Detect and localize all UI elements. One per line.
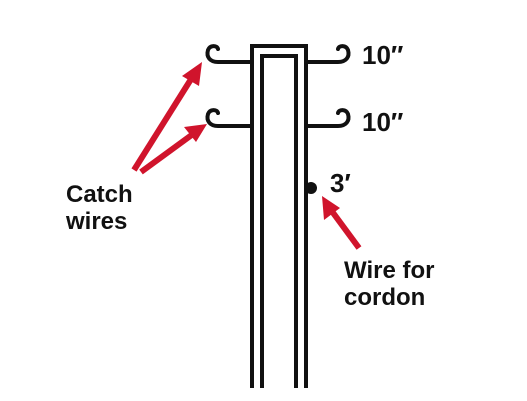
trellis-post xyxy=(250,44,308,388)
cordon-height-label: 3′ xyxy=(330,168,351,198)
cordon-wire-dot xyxy=(305,182,317,194)
catch-wire-arrows xyxy=(131,62,207,175)
middle-spacing-label: 10″ xyxy=(362,107,404,137)
arrowhead-top xyxy=(182,62,202,86)
catch-wires-label-line2: wires xyxy=(66,208,128,235)
cordon-wire-arrow xyxy=(322,196,362,250)
cordon-wire-label-line2: cordon xyxy=(344,284,426,311)
cordon-wire-label-line1: Wire for xyxy=(344,257,435,284)
middle-crossarm xyxy=(205,108,351,128)
top-crossarm xyxy=(205,44,351,64)
top-spacing-label: 10″ xyxy=(362,40,404,70)
catch-wires-label-line1: Catch xyxy=(66,181,133,208)
arrowhead-middle xyxy=(184,124,207,142)
